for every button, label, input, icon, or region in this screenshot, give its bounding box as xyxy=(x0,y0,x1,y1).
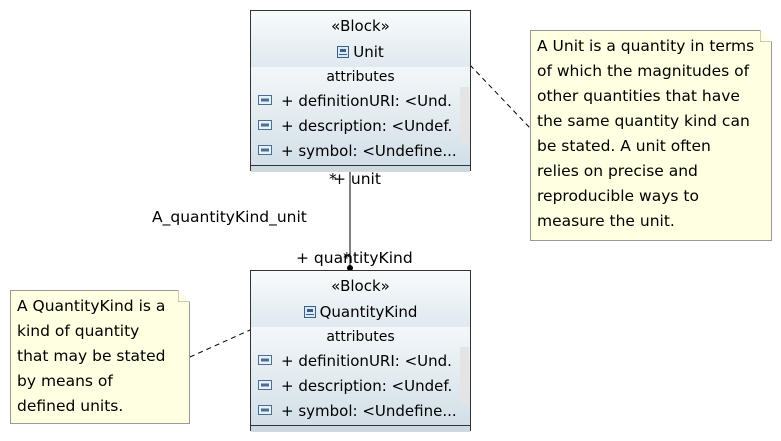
property-icon xyxy=(258,120,272,130)
note-line: relies on precise and xyxy=(537,162,698,180)
unit-block[interactable]: «Block» Unit attributes + definitionURI:… xyxy=(250,10,471,172)
note-line: A Unit is a quantity in terms xyxy=(537,37,755,55)
unit-stereotype: «Block» xyxy=(331,17,390,35)
quantitykind-compartment-title: attributes xyxy=(326,329,395,345)
unit-attributes-compartment: attributes + definitionURI: <Und. + desc… xyxy=(251,67,470,166)
note-line: measure the unit. xyxy=(537,212,675,230)
quantitykind-note-anchor-line[interactable] xyxy=(189,329,251,358)
note-fold-corner-icon xyxy=(760,30,772,42)
note-line: by means of xyxy=(17,372,113,390)
quantitykind-stereotype: «Block» xyxy=(331,277,390,295)
quantitykind-attribute-label: + definitionURI: <Und. xyxy=(281,352,452,370)
unit-note-text: A Unit is a quantity in terms of which t… xyxy=(537,34,754,234)
unit-attribute-label: + description: <Undef. xyxy=(281,117,453,135)
association-end-dot xyxy=(347,265,353,271)
quantitykind-operations-compartment xyxy=(251,425,470,432)
note-line: the same quantity kind can xyxy=(537,112,750,130)
quantitykind-attribute-row[interactable]: + definitionURI: <Und. xyxy=(258,352,452,370)
note-line: that may be stated xyxy=(17,347,166,365)
note-line: be stated. A unit often xyxy=(537,137,711,155)
quantitykind-name-row: QuantityKind xyxy=(251,303,470,321)
quantitykind-comment-note[interactable]: A QuantityKind is a kind of quantity tha… xyxy=(10,290,190,424)
unit-name-row: Unit xyxy=(251,43,470,61)
quantitykind-compartment-scrollbar[interactable] xyxy=(460,347,469,405)
note-line: of which the magnitudes of xyxy=(537,62,750,80)
property-icon xyxy=(258,355,272,365)
unit-compartment-title: attributes xyxy=(326,69,395,85)
unit-note-anchor-line[interactable] xyxy=(469,64,531,129)
quantitykind-end-role: + quantityKind xyxy=(296,249,413,267)
note-fold-corner-icon xyxy=(178,290,190,302)
note-line: other quantities that have xyxy=(537,87,740,105)
unit-attribute-label: + symbol: <Undefine... xyxy=(281,142,457,160)
unit-end-multiplicity: * xyxy=(329,170,337,188)
quantitykind-end-multiplicity: * xyxy=(343,249,351,267)
property-icon xyxy=(258,405,272,415)
unit-attribute-row[interactable]: + description: <Undef. xyxy=(258,117,452,135)
association-name[interactable]: A_quantityKind_unit xyxy=(152,208,307,226)
unit-name: Unit xyxy=(353,43,384,61)
unit-compartment-scrollbar[interactable] xyxy=(460,87,469,145)
note-line: A QuantityKind is a xyxy=(17,297,166,315)
unit-operations-compartment xyxy=(251,165,470,172)
unit-end-role: + unit xyxy=(333,170,381,188)
quantitykind-block[interactable]: «Block» QuantityKind attributes + defini… xyxy=(250,270,471,432)
note-line: reproducible ways to xyxy=(537,187,699,205)
note-line: defined units. xyxy=(17,397,124,415)
unit-comment-note[interactable]: A Unit is a quantity in terms of which t… xyxy=(530,30,772,241)
quantitykind-attributes-compartment: attributes + definitionURI: <Und. + desc… xyxy=(251,327,470,426)
quantitykind-block-header: «Block» QuantityKind xyxy=(251,271,470,328)
quantitykind-attribute-label: + description: <Undef. xyxy=(281,377,453,395)
unit-attribute-label: + definitionURI: <Und. xyxy=(281,92,452,110)
quantitykind-note-text: A QuantityKind is a kind of quantity tha… xyxy=(17,294,166,419)
note-line: kind of quantity xyxy=(17,322,140,340)
quantitykind-attribute-label: + symbol: <Undefine... xyxy=(281,402,457,420)
property-icon xyxy=(258,145,272,155)
quantitykind-attribute-row[interactable]: + symbol: <Undefine... xyxy=(258,402,457,420)
property-icon xyxy=(258,380,272,390)
unit-attribute-row[interactable]: + definitionURI: <Und. xyxy=(258,92,452,110)
unit-block-header: «Block» Unit xyxy=(251,11,470,68)
block-icon xyxy=(337,46,350,58)
unit-attribute-row[interactable]: + symbol: <Undefine... xyxy=(258,142,457,160)
block-icon xyxy=(303,306,316,318)
quantitykind-attribute-row[interactable]: + description: <Undef. xyxy=(258,377,452,395)
property-icon xyxy=(258,95,272,105)
quantitykind-name: QuantityKind xyxy=(319,303,418,321)
